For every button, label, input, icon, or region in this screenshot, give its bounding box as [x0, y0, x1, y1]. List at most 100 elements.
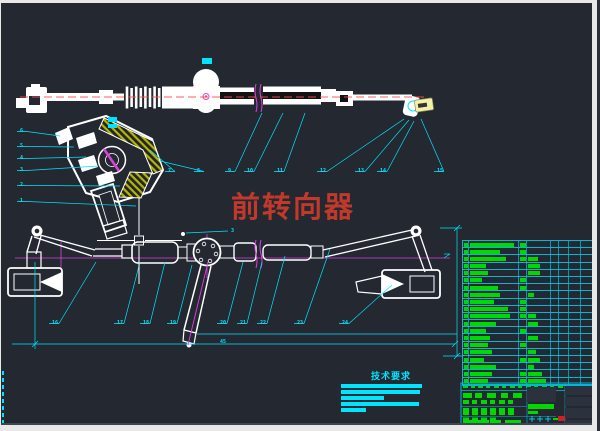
- callout-number: 13: [358, 168, 365, 174]
- table-cell-text: [520, 278, 526, 283]
- table-row: [463, 299, 592, 306]
- table-column-line: [580, 241, 581, 385]
- callout-number: 2: [20, 182, 24, 188]
- table-row: [463, 320, 592, 328]
- table-column-line: [526, 241, 527, 385]
- top-assembly-view: [16, 58, 434, 117]
- table-row: [463, 334, 592, 342]
- table-row: [463, 363, 592, 371]
- callout-number: 18: [143, 320, 150, 326]
- table-column-line: [558, 241, 559, 385]
- tech-requirement-line: [341, 390, 420, 394]
- table-row: [463, 291, 592, 299]
- table-cell-text: [464, 357, 468, 362]
- tech-requirements-lines: [341, 384, 431, 412]
- tech-requirement-line: [341, 402, 419, 406]
- callout-number: 5: [20, 143, 24, 149]
- table-cell-text: [470, 292, 500, 297]
- table-cell-text: [464, 328, 468, 333]
- bottom-plan-view: [7, 225, 450, 348]
- table-row: [463, 378, 592, 385]
- table-cell-text: [470, 278, 482, 283]
- table-row: [463, 284, 592, 292]
- table-cell-text: [464, 314, 468, 319]
- table-cell-text: [528, 256, 538, 261]
- callout-number: 11: [277, 168, 284, 174]
- callout-number: 15: [437, 168, 444, 174]
- table-cell-text: [470, 364, 496, 369]
- table-cell-text: [520, 249, 526, 254]
- leader-line: [185, 230, 229, 234]
- table-row: [463, 241, 592, 249]
- table-row: [463, 248, 592, 256]
- callout-number: 16: [52, 320, 59, 326]
- table-cell-text: [470, 307, 508, 312]
- table-cell-text: [528, 335, 538, 340]
- callout-number: 14: [380, 168, 387, 174]
- table-cell-text: [470, 371, 492, 376]
- table-column-line: [550, 241, 551, 385]
- table-column-line: [468, 241, 469, 385]
- table-cell-text: [470, 256, 506, 261]
- callout-number: 6: [20, 128, 24, 134]
- table-cell-text: [464, 292, 468, 297]
- table-cell-text: [470, 357, 484, 362]
- tech-requirements-heading: 技术要求: [371, 371, 412, 381]
- table-cell-text: [470, 271, 488, 276]
- crosshair-cursor: [97, 198, 182, 284]
- table-row: [463, 270, 592, 277]
- table-row: [463, 306, 592, 313]
- callout-number: 1: [20, 198, 24, 204]
- table-column-line: [568, 241, 569, 385]
- table-cell-text: [520, 357, 526, 362]
- table-row: [463, 349, 592, 356]
- table-cell-text: [470, 379, 488, 384]
- parts-table: [462, 240, 592, 386]
- table-cell-text: [528, 379, 546, 384]
- detail-section-view: [55, 114, 165, 240]
- table-cell-text: [528, 321, 538, 326]
- callout-number: 19: [170, 320, 177, 326]
- table-cell-text: [464, 371, 468, 376]
- table-cell-text: [464, 350, 468, 355]
- callout-number: 3: [20, 167, 24, 173]
- table-row: [463, 277, 592, 285]
- callout-number: 4: [20, 155, 24, 161]
- callout-number: 8: [197, 168, 201, 174]
- table-cell-text: [470, 242, 514, 247]
- tech-requirements-block: 技术要求: [341, 369, 431, 412]
- callout-number: 7: [168, 168, 172, 174]
- tech-requirement-line: [341, 408, 366, 412]
- callout-number: 21: [240, 320, 247, 326]
- table-cell-text: [464, 307, 468, 312]
- table-cell-text: [520, 343, 526, 348]
- tech-requirement-line: [341, 396, 384, 400]
- table-cell-text: [464, 249, 468, 254]
- table-cell-text: [464, 264, 468, 269]
- title-block: [460, 382, 592, 423]
- table-cell-text: [464, 379, 468, 384]
- table-cell-text: [520, 328, 526, 333]
- drawing-title: 前转向器: [231, 192, 356, 224]
- table-cell-text: [470, 328, 486, 333]
- table-cell-text: [528, 271, 540, 276]
- table-cell-text: [464, 321, 468, 326]
- table-cell-text: [464, 364, 468, 369]
- table-row: [463, 255, 592, 263]
- table-cell-text: [520, 307, 526, 312]
- table-row: [463, 263, 592, 270]
- callout-number: 17: [117, 320, 124, 326]
- dimension-lines: [12, 224, 462, 360]
- table-cell-text: [470, 350, 492, 355]
- table-row: [463, 370, 592, 378]
- table-cell-text: [464, 278, 468, 283]
- table-cell-text: [520, 285, 526, 290]
- callout-number: 24: [342, 320, 349, 326]
- table-row: [463, 356, 592, 364]
- table-cell-text: [470, 343, 488, 348]
- table-cell-text: [528, 350, 536, 355]
- callout-number: 22: [260, 320, 267, 326]
- approval-stamp: [558, 416, 565, 421]
- section-marker: [202, 58, 212, 64]
